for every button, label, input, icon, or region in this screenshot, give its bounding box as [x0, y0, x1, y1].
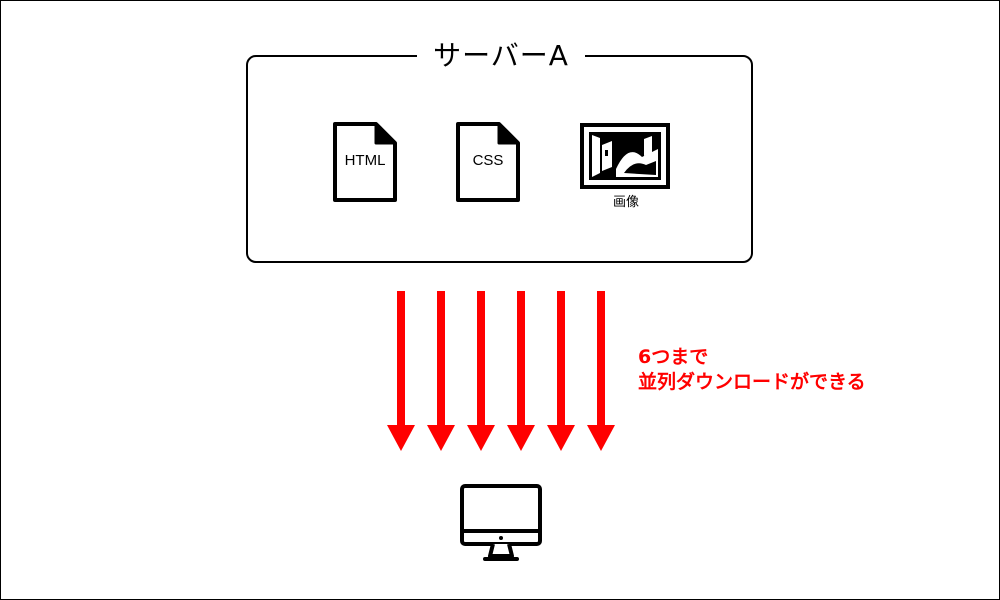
parallel-download-note: 6つまで 並列ダウンロードができる — [638, 345, 866, 395]
download-arrow — [547, 291, 575, 451]
note-line-1: 6つまで — [638, 346, 709, 368]
desktop-monitor-icon — [460, 484, 542, 561]
image-icon — [580, 123, 670, 189]
download-arrow — [507, 291, 535, 451]
download-arrow — [387, 291, 415, 451]
html-file-label: HTML — [344, 152, 386, 169]
download-arrows — [387, 291, 615, 451]
download-arrow — [467, 291, 495, 451]
note-line-2: 並列ダウンロードができる — [638, 371, 866, 393]
server-title: サーバーA — [417, 38, 585, 74]
image-caption: 画像 — [612, 195, 639, 210]
css-file-label: CSS — [472, 152, 504, 169]
download-arrow — [587, 291, 615, 451]
download-arrow — [427, 291, 455, 451]
css-file-icon — [456, 122, 520, 202]
html-file-icon — [333, 122, 397, 202]
